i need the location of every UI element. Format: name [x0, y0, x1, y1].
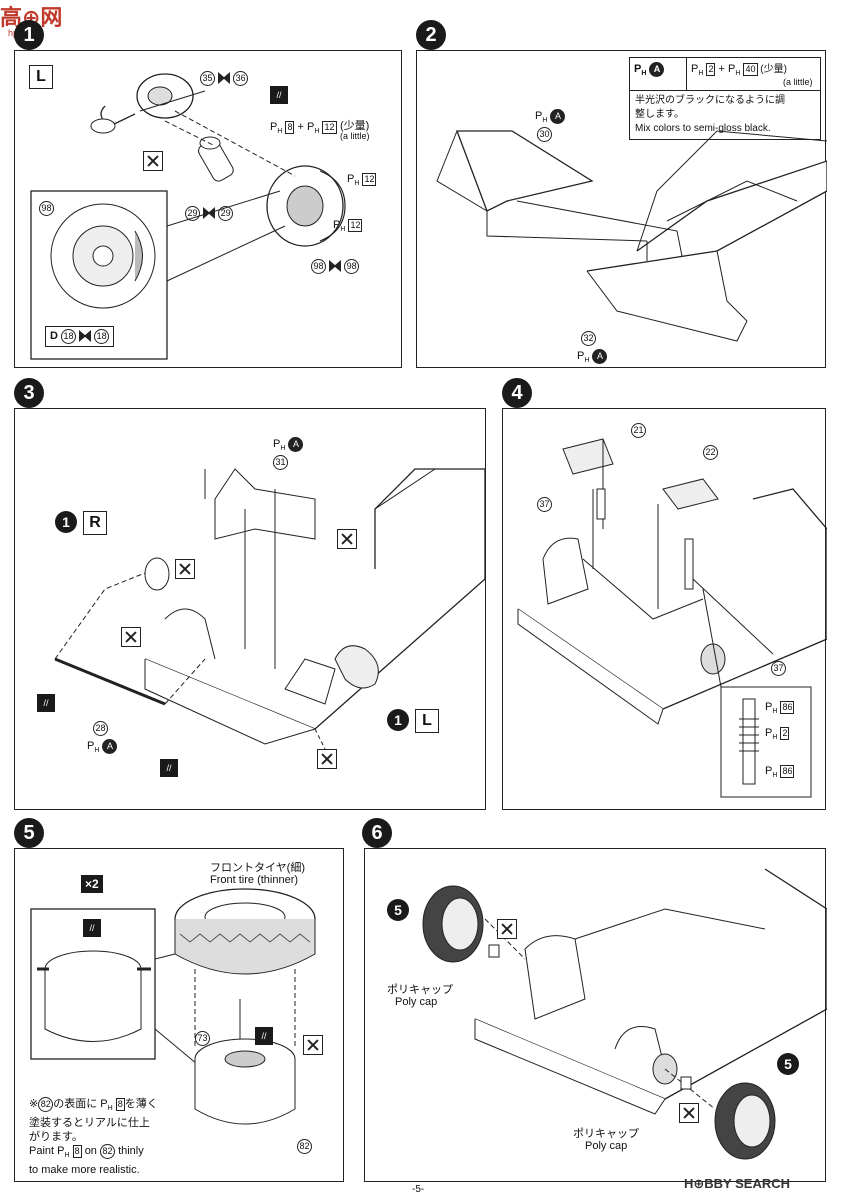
- step-4-paint-c: PH 86: [765, 765, 795, 780]
- step-2-table-alittle: (a little): [783, 77, 813, 88]
- page-number: -5-: [412, 1184, 425, 1195]
- step-3-paint-top: PH A: [273, 437, 304, 452]
- step-3-number: 3: [14, 378, 44, 408]
- step-1-part-98: 98 98: [311, 259, 360, 274]
- step-4-part-22: 22: [703, 445, 718, 460]
- step-2-paint-table: PH A PH 2 + PH 40 (少量) (a little) 半光沢のブラ…: [629, 57, 821, 141]
- step-4-paint-b: PH 2: [765, 727, 790, 742]
- step-6-polycap-en-top: Poly cap: [395, 996, 438, 1008]
- step-3-panel: PH A 31 1 R 1 L // // 28 PH A: [14, 408, 486, 810]
- step-6-drawing: [422, 868, 827, 1160]
- step-1-part-29: 29 29: [185, 206, 234, 221]
- step-1-paint-d: PH 12: [333, 219, 363, 234]
- step-5-tire-jp: フロントタイヤ(細): [210, 862, 305, 874]
- step-6-panel: 5 5 ポリキャップ Poly cap ポリキャップ Poly cap: [364, 848, 827, 1182]
- step-5-drawing: [30, 888, 316, 1125]
- step-4-part-37-right: 37: [771, 661, 786, 676]
- step-3-ref-1-r: 1: [55, 511, 77, 533]
- step-4-paint-a: PH 86: [765, 701, 795, 716]
- step-3-side-r: R: [83, 511, 107, 535]
- step-1-paint-a: PH 8 + PH 12: [270, 121, 337, 136]
- step-2-panel: PH A PH 2 + PH 40 (少量) (a little) 半光沢のブラ…: [416, 50, 827, 368]
- glue-icon: //: [83, 919, 101, 937]
- step-2-drawing: [436, 130, 827, 342]
- step-1-drawing: [30, 73, 346, 360]
- step-4-number: 4: [502, 378, 532, 408]
- step-6-polycap-en-bottom: Poly cap: [585, 1140, 628, 1152]
- step-3-drawing: [54, 468, 486, 750]
- glue-icon: //: [37, 694, 55, 712]
- no-glue-icon: [679, 1103, 699, 1123]
- step-2-note-jp: 半光沢のブラックになるように調整します。: [635, 95, 785, 121]
- no-glue-icon: [175, 559, 195, 579]
- step-4-part-21: 21: [631, 423, 646, 438]
- step-2-paint-bottom: PH A: [577, 349, 608, 364]
- step-5-part-82: 82: [297, 1139, 312, 1154]
- step-1-detail-parts: D 18 18: [45, 326, 115, 347]
- step-1-side-label: L: [29, 65, 53, 89]
- step-5-number: 5: [14, 818, 44, 848]
- step-2-paint-top: PH A: [535, 109, 566, 124]
- step-1-paint-c: PH 12: [347, 173, 377, 188]
- step-4-panel: 21 22 37 37 PH 86 PH 2 PH 86: [502, 408, 827, 810]
- step-5-tire-en: Front tire (thinner): [210, 874, 299, 886]
- step-3-side-l: L: [415, 709, 439, 733]
- glue-icon: //: [255, 1027, 273, 1045]
- step-3-part-31: 31: [273, 455, 288, 470]
- step-1-alittle: (a little): [340, 131, 370, 141]
- step-3-paint-28: PH A: [87, 739, 118, 754]
- step-6-polycap-jp-top: ポリキャップ: [387, 984, 453, 996]
- step-5-panel: ×2 // フロントタイヤ(細) Front tire (thinner) 73…: [14, 848, 344, 1182]
- glue-icon: //: [270, 86, 288, 104]
- no-glue-icon: [497, 919, 517, 939]
- step-4-drawing: [517, 438, 827, 798]
- hobby-search-logo: H⊕BBY SEARCH: [684, 1176, 790, 1191]
- step-2-table-shao: (少量): [760, 64, 787, 75]
- step-5-multiplier: ×2: [81, 875, 103, 893]
- step-1-detail-98: 98: [39, 201, 54, 216]
- step-1-number: 1: [14, 20, 44, 50]
- step-1-panel: L 35 36 // PH 8 + PH 12 (少量) (a little) …: [14, 50, 402, 368]
- step-1-shao: (少量): [340, 120, 370, 132]
- step-2-number: 2: [416, 20, 446, 50]
- no-glue-icon: [143, 151, 163, 171]
- step-2-part-30: 30: [537, 127, 552, 142]
- step-4-part-37-left: 37: [537, 497, 552, 512]
- step-5-part-73: 73: [195, 1031, 210, 1046]
- step-2-part-32: 32: [581, 331, 596, 346]
- step-2-note-en: Mix colors to semi-gloss black.: [635, 123, 771, 135]
- glue-icon: //: [160, 759, 178, 777]
- step-3-part-28: 28: [93, 721, 108, 736]
- no-glue-icon: [317, 749, 337, 769]
- step-6-polycap-jp-bottom: ポリキャップ: [573, 1128, 639, 1140]
- step-6-number: 6: [362, 818, 392, 848]
- step-1-part-35-36: 35 36: [200, 71, 249, 86]
- no-glue-icon: [337, 529, 357, 549]
- no-glue-icon: [121, 627, 141, 647]
- step-6-ref-5-top: 5: [387, 899, 409, 921]
- step-6-ref-5-bottom: 5: [777, 1053, 799, 1075]
- step-3-ref-1-l: 1: [387, 709, 409, 731]
- no-glue-icon: [303, 1035, 323, 1055]
